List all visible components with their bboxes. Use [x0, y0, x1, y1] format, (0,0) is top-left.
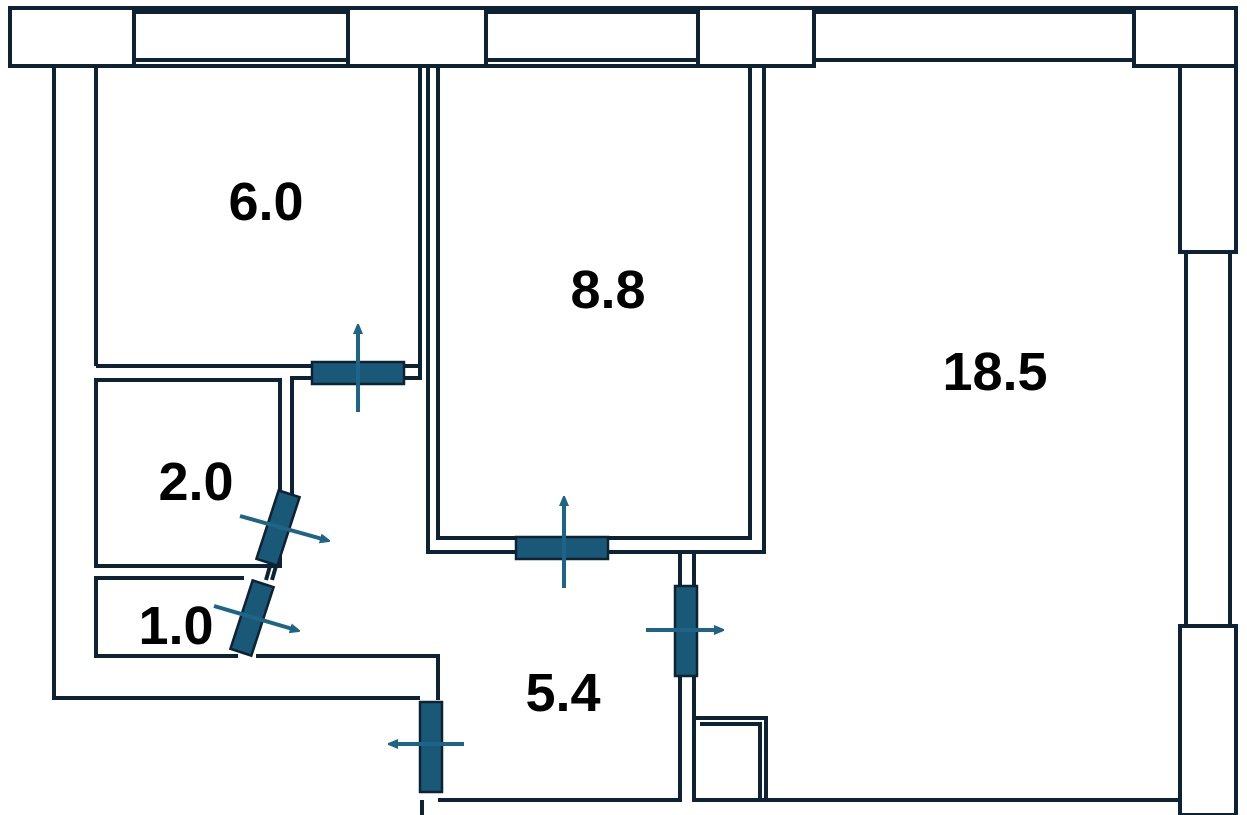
room-e-area: 1.0 — [138, 596, 213, 656]
room-labels: 6.0 8.8 18.5 2.0 1.0 5.4 — [138, 172, 1047, 723]
door-entrance — [418, 700, 444, 794]
wall-pier-2 — [346, 6, 488, 68]
room-d-outline — [94, 378, 282, 568]
closet-outline — [694, 716, 768, 800]
wall-pier-1 — [8, 6, 136, 68]
room-e-outline — [94, 576, 244, 658]
room-a-area: 6.0 — [228, 172, 303, 232]
outer-walls — [8, 6, 1238, 815]
right-wall-upper — [1178, 64, 1238, 254]
room-f-area: 5.4 — [525, 663, 600, 723]
room-c-area: 18.5 — [942, 342, 1047, 402]
room-b-area: 8.8 — [570, 260, 645, 320]
doors — [213, 328, 720, 794]
wall-pier-4 — [1132, 6, 1238, 68]
wall-pier-3 — [696, 6, 816, 68]
room-d-area: 2.0 — [158, 452, 233, 512]
right-wall-lower — [1178, 624, 1238, 815]
